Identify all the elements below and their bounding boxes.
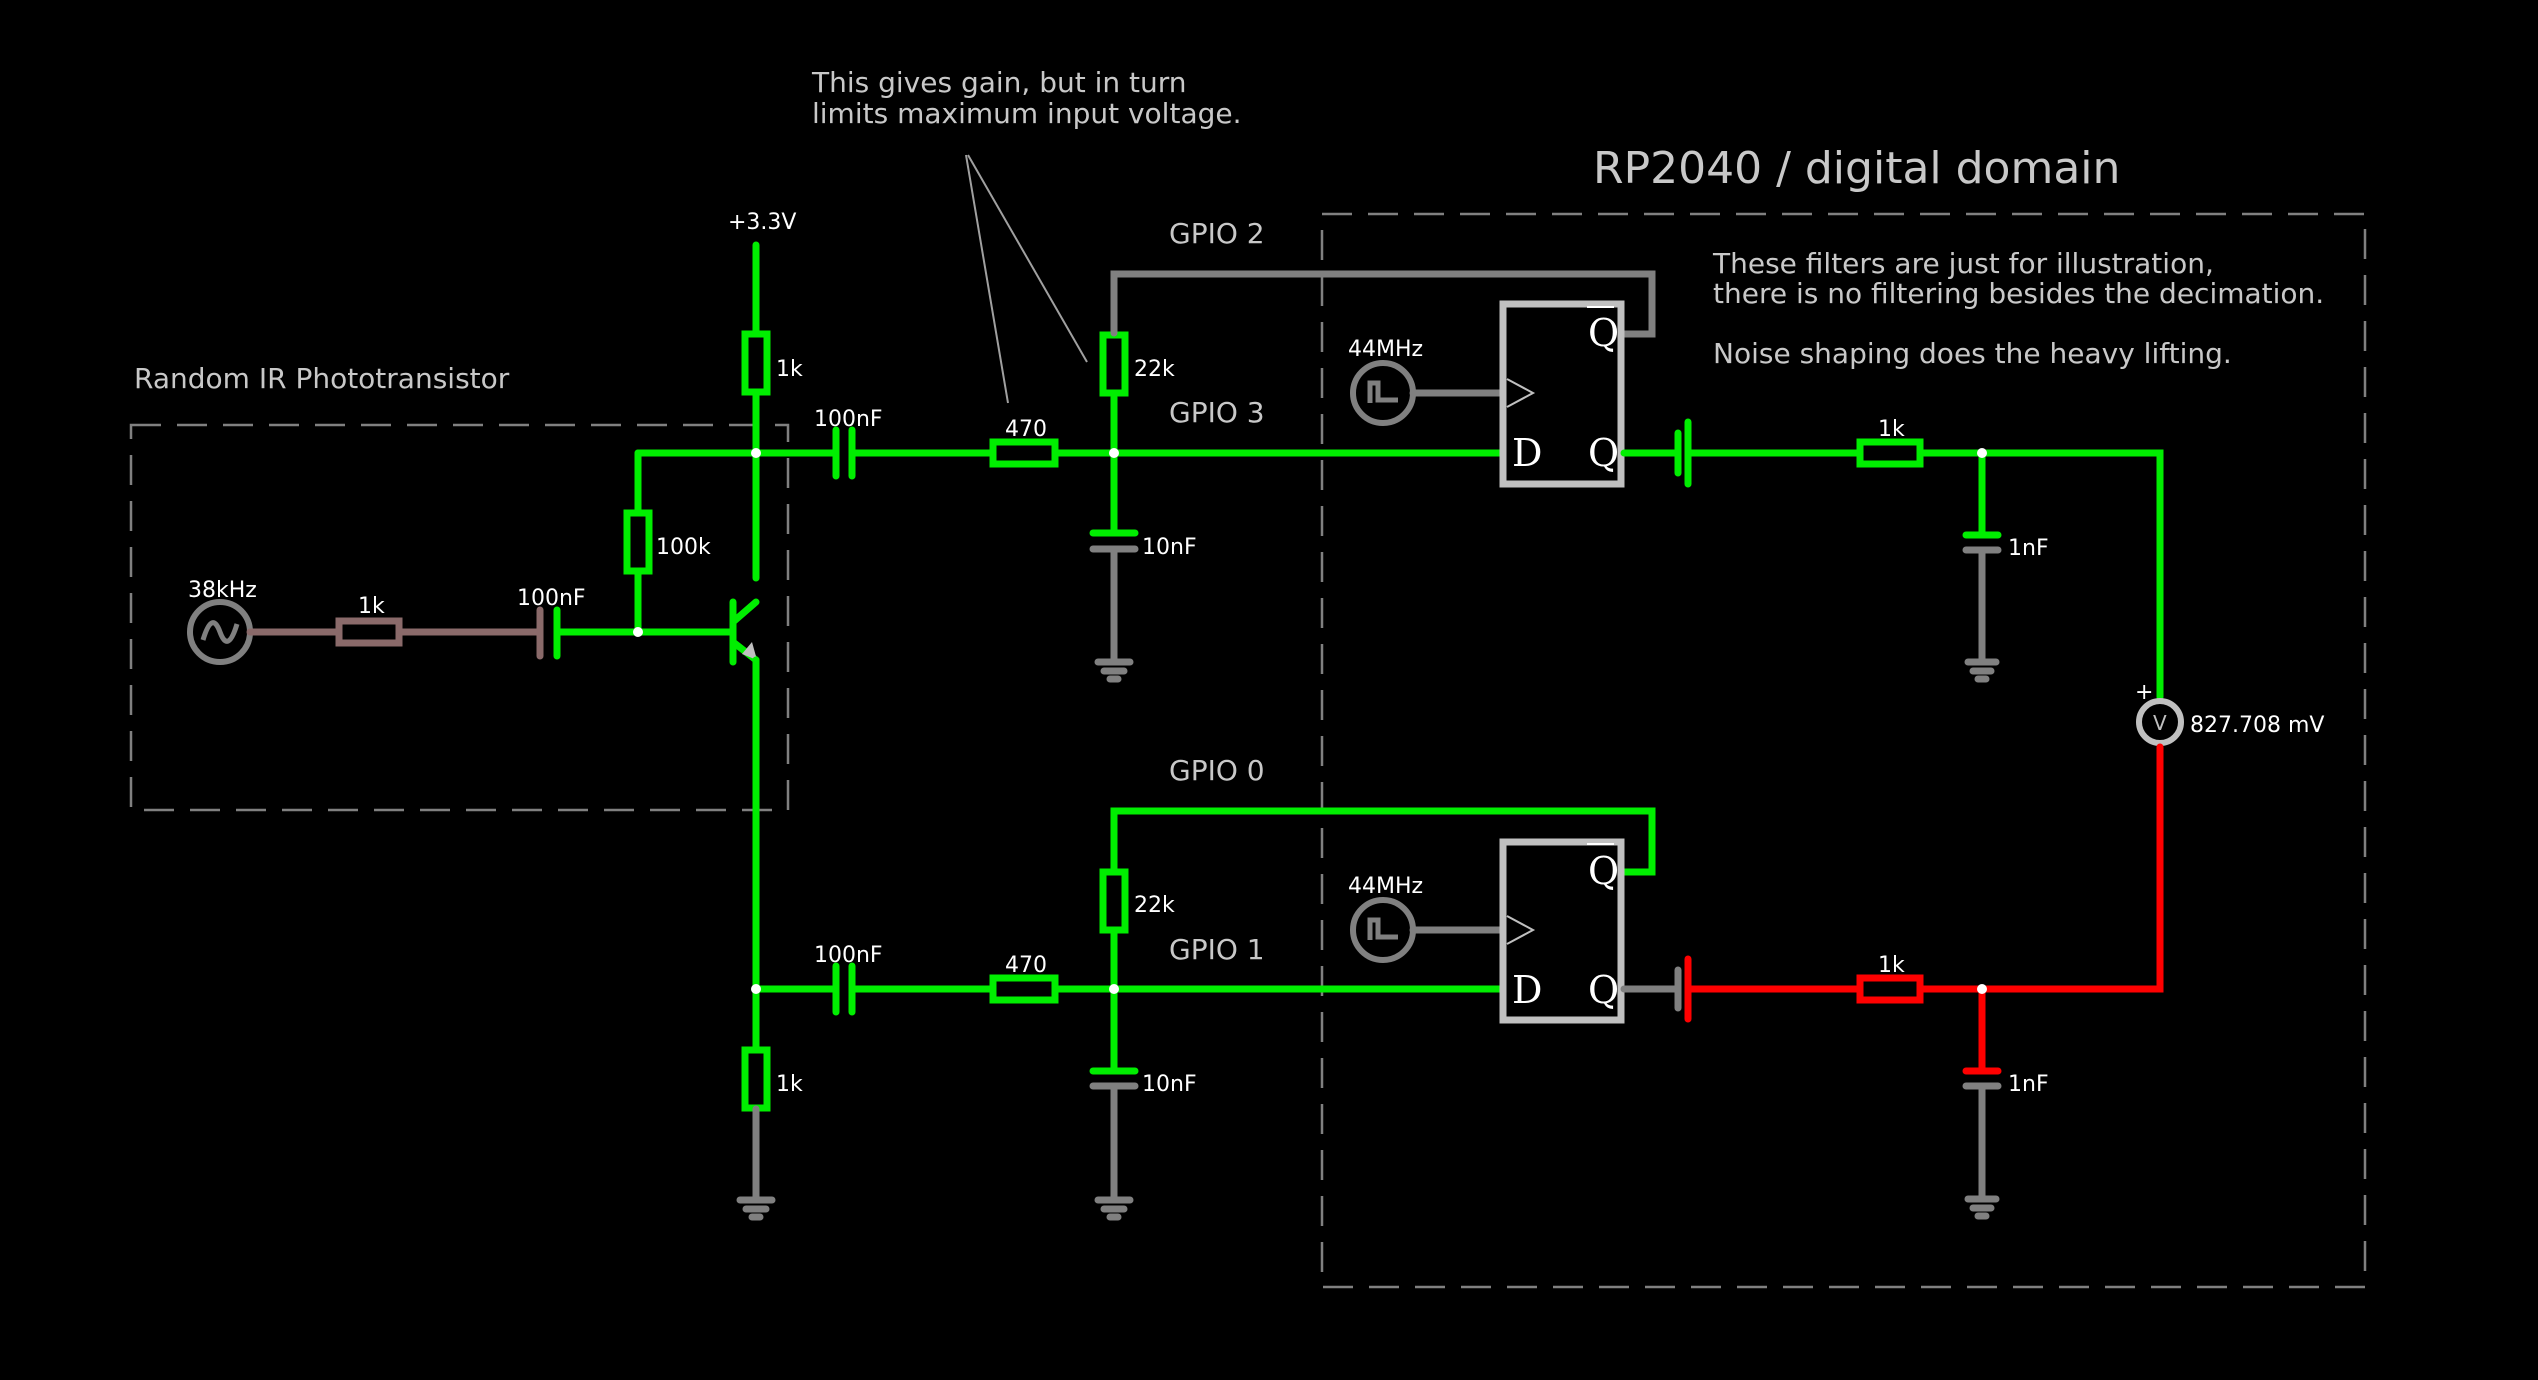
filters-note-line3: Noise shaping does the heavy lifting. (1713, 337, 2232, 370)
collector-resistor-label: 1k (776, 357, 803, 382)
digital-box-title: RP2040 / digital domain (1593, 143, 2120, 194)
source-resistor-label: 1k (358, 594, 385, 619)
bottom-series-resistor-label: 470 (1005, 953, 1047, 978)
emitter-arrow-icon (742, 642, 757, 660)
top-out-to-meter-wire (1916, 449, 2164, 701)
top-feedback-resistor-label: 22k (1134, 357, 1175, 382)
voltmeter-symbol: V (2153, 711, 2167, 735)
bottom-out-resistor[interactable] (1856, 974, 1924, 1004)
top-series-resistor-label: 470 (1005, 417, 1047, 442)
bottom-feedback-resistor[interactable] (1099, 868, 1129, 934)
collector-resistor[interactable] (741, 330, 771, 396)
ground-icon (1094, 658, 1134, 683)
sine-wave-icon (200, 620, 240, 644)
bias-resistor-label: 100k (656, 535, 711, 560)
top-ff-qbar: Q (1588, 311, 1619, 355)
top-out-resistor-label: 1k (1878, 417, 1905, 442)
digital-group-box (1320, 212, 2367, 1289)
supply-label: +3.3V (728, 210, 796, 235)
bottom-ff-d: D (1512, 968, 1542, 1012)
top-out-resistor[interactable] (1856, 438, 1924, 468)
bottom-feedback-wire (1110, 807, 1656, 876)
bottom-ff-q: Q (1588, 968, 1619, 1012)
top-flip-flop[interactable] (1499, 300, 1625, 488)
voltmeter-plus: + (2135, 680, 2153, 705)
filters-note-line1: These filters are just for illustration, (1712, 247, 2214, 280)
bottom-shunt-cap-label: 10nF (1142, 1072, 1197, 1097)
note-pointer-470 (965, 154, 1009, 404)
top-cap-label: 100nF (814, 407, 883, 432)
junction-dot (1109, 984, 1119, 994)
square-wave-icon (1367, 380, 1398, 403)
analog-box-title: Random IR Phototransistor (134, 362, 510, 395)
gpio0-label: GPIO 0 (1169, 754, 1265, 787)
bottom-out-resistor-label: 1k (1878, 953, 1905, 978)
ground-icon (1094, 1196, 1134, 1221)
bottom-ff-qbar: Q (1588, 849, 1619, 893)
junction-dot (1109, 448, 1119, 458)
top-shunt-cap-label: 10nF (1142, 535, 1197, 560)
ground-icon (1964, 1195, 2000, 1220)
junction-dot (751, 984, 761, 994)
voltmeter-reading: 827.708 mV (2190, 713, 2324, 738)
filters-note-line2: there is no filtering besides the decima… (1713, 277, 2324, 310)
gpio3-label: GPIO 3 (1169, 396, 1265, 429)
emitter-resistor[interactable] (741, 1046, 771, 1112)
transistor-collector (729, 598, 760, 626)
top-series-resistor[interactable] (989, 438, 1059, 468)
source-freq-label: 38kHz (188, 578, 257, 603)
top-clock-source[interactable] (1350, 360, 1416, 426)
bottom-feedback-resistor-label: 22k (1134, 893, 1175, 918)
top-clock-label: 44MHz (1348, 337, 1423, 362)
gain-note-line2: limits maximum input voltage. (812, 97, 1242, 130)
top-ff-q: Q (1588, 431, 1619, 475)
clock-input-icon (1506, 915, 1536, 945)
clock-input-icon (1506, 378, 1536, 408)
junction-dot (633, 627, 643, 637)
junction-dot (1977, 984, 1987, 994)
top-feedback-wire (1110, 270, 1656, 338)
top-out-cap-label: 1nF (2008, 536, 2049, 561)
top-ff-d: D (1512, 431, 1542, 475)
bottom-out-cap-label: 1nF (2008, 1072, 2049, 1097)
bottom-cap-label: 100nF (814, 943, 883, 968)
input-cap-label: 100nF (517, 586, 586, 611)
ground-icon (1964, 658, 2000, 683)
emitter-resistor-label: 1k (776, 1072, 803, 1097)
bottom-flip-flop[interactable] (1499, 838, 1625, 1024)
ground-icon (736, 1196, 776, 1221)
gpio2-label: GPIO 2 (1169, 217, 1265, 250)
gpio1-label: GPIO 1 (1169, 933, 1265, 966)
bottom-clock-source[interactable] (1350, 897, 1416, 963)
voltmeter[interactable] (2136, 698, 2184, 746)
bottom-clock-label: 44MHz (1348, 874, 1423, 899)
square-wave-icon (1367, 917, 1398, 940)
junction-dot (1977, 448, 1987, 458)
source-resistor[interactable] (335, 617, 403, 647)
bias-resistor[interactable] (623, 509, 653, 575)
analog-group-box (129, 423, 790, 812)
bottom-out-to-meter-wire (1916, 743, 2164, 993)
top-feedback-resistor[interactable] (1099, 331, 1129, 397)
junction-dot (751, 448, 761, 458)
note-pointer-22k (967, 154, 1088, 363)
bottom-series-resistor[interactable] (989, 974, 1059, 1004)
gain-note-line1: This gives gain, but in turn (811, 66, 1187, 99)
